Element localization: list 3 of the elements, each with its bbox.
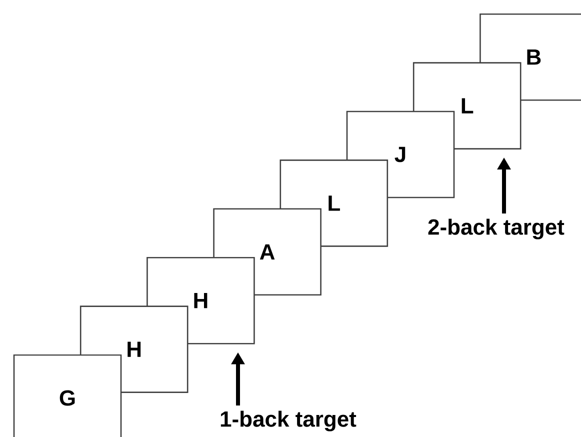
target-label: 1-back target [220, 410, 356, 432]
stimulus-card: G [13, 354, 122, 437]
target-label: 2-back target [428, 218, 564, 240]
